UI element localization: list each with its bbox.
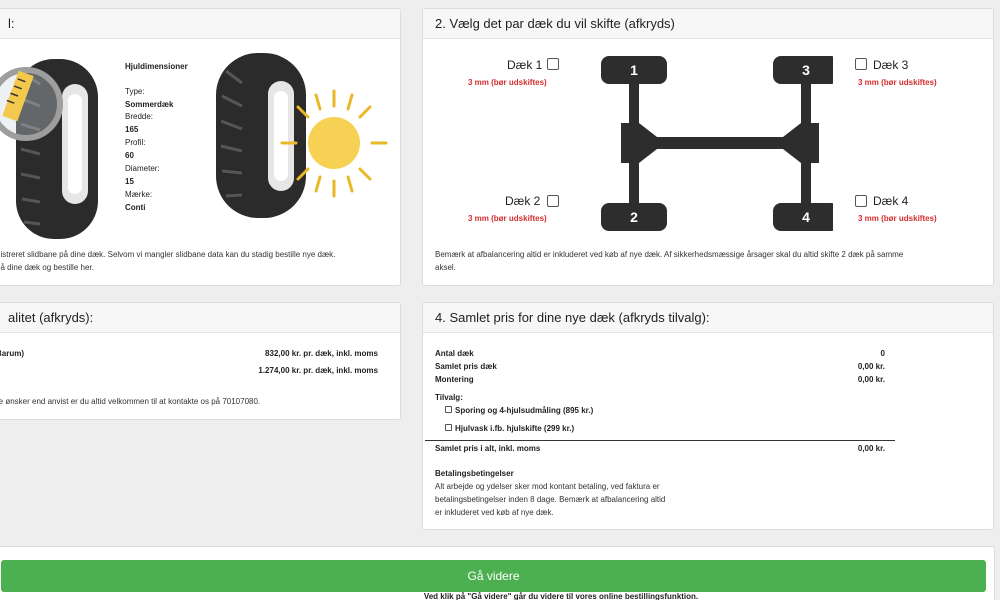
- tire-4-label: Dæk 4: [873, 194, 909, 208]
- tire-4-number: 4: [802, 209, 810, 225]
- continue-button[interactable]: Gå videre: [1, 560, 986, 592]
- mounting-label: Montering: [435, 375, 474, 384]
- total-price-card: 4. Samlet pris for dine nye dæk (afkryds…: [422, 302, 994, 530]
- tire-quality-header: alitet (afkryds):: [0, 303, 400, 333]
- summer-tire-sun-icon: [216, 53, 388, 218]
- car-axle-diagram: 1 3 2 4: [601, 56, 833, 231]
- tread-note-line1: gistreret slidbane på dine dæk. Selvom v…: [0, 250, 336, 259]
- mounting-value: 0,00 kr.: [857, 375, 885, 384]
- tire-quality-card: alitet (afkryds): Barum) 832,00 kr. pr. …: [0, 302, 401, 420]
- wheel-wash-checkbox[interactable]: [445, 424, 452, 431]
- spec-diameter-value: 15: [125, 177, 134, 186]
- total-price-header: 4. Samlet pris for dine nye dæk (afkryds…: [423, 303, 993, 333]
- addons-heading: Tilvalg:: [435, 393, 463, 402]
- tire-3-checkbox[interactable]: [855, 58, 867, 70]
- tire-4-shape: [773, 203, 833, 231]
- wheel-dimensions-card: l: Hjuldimensioner Type: Sommerdæk Bredd…: [0, 8, 401, 286]
- spec-profile-label: Profil:: [125, 138, 146, 147]
- tire-1-status: 3 mm (bør udskiftes): [468, 78, 547, 87]
- tire-count-value: 0: [880, 349, 885, 358]
- tire-3-shape: [773, 56, 833, 84]
- tire-tread-gauge-icon: [0, 59, 98, 239]
- spec-diameter-label: Diameter:: [125, 164, 160, 173]
- grand-total-value: 0,00 kr.: [857, 444, 885, 453]
- spec-heading: Hjuldimensioner: [125, 62, 188, 71]
- tire-4-status: 3 mm (bør udskiftes): [858, 214, 937, 223]
- tread-note-line2: på dine dæk og bestille her.: [0, 263, 94, 272]
- spec-width-value: 165: [125, 125, 139, 134]
- alignment-checkbox[interactable]: [445, 406, 452, 413]
- tire-2-shape: [601, 203, 667, 231]
- tires-total-label: Samlet pris dæk: [435, 362, 497, 371]
- grand-total-label: Samlet pris i alt, inkl. moms: [435, 444, 541, 453]
- alignment-option-label[interactable]: Sporing og 4-hjulsudmåling (895 kr.): [455, 406, 594, 415]
- tire-1-checkbox[interactable]: [547, 58, 559, 70]
- spec-type-value: Sommerdæk: [125, 100, 174, 109]
- tire-3-status: 3 mm (bør udskiftes): [858, 78, 937, 87]
- continue-card: Gå videre Ved klik på "Gå videre" går du…: [0, 546, 995, 600]
- spec-type-label: Type:: [125, 87, 145, 96]
- tire-2-status: 3 mm (bør udskiftes): [468, 214, 547, 223]
- select-tires-card: 2. Vælg det par dæk du vil skifte (afkry…: [422, 8, 994, 286]
- spec-width-label: Bredde:: [125, 112, 154, 121]
- quality-row1-label: Barum): [0, 349, 25, 358]
- payment-terms-line3: er inkluderet ved køb af nye dæk.: [435, 508, 554, 517]
- tire-2-number: 2: [630, 209, 638, 225]
- balancing-note-line2: aksel.: [435, 263, 456, 272]
- tire-3-number: 3: [802, 62, 810, 78]
- quality-row1-price: 832,00 kr. pr. dæk, inkl. moms: [265, 349, 378, 358]
- tire-count-label: Antal dæk: [435, 349, 474, 358]
- tire-1-number: 1: [630, 62, 638, 78]
- balancing-note-line1: Bemærk at afbalancering altid er inklude…: [435, 250, 904, 259]
- select-tires-header: 2. Vælg det par dæk du vil skifte (afkry…: [423, 9, 993, 39]
- wheel-wash-option-label[interactable]: Hjulvask i.fb. hjulskifte (299 kr.): [455, 424, 575, 433]
- continue-footnote: Ved klik på "Gå videre" går du videre ti…: [423, 592, 699, 600]
- payment-terms-line2: betalingsbetingelser inden 8 dage. Bemær…: [435, 495, 666, 504]
- tire-4-checkbox[interactable]: [855, 195, 867, 207]
- tire-2-checkbox[interactable]: [547, 195, 559, 207]
- total-divider: [425, 440, 895, 441]
- tire-3-label: Dæk 3: [873, 58, 909, 72]
- payment-terms-line1: Alt arbejde og ydelser sker mod kontant …: [435, 482, 660, 491]
- wheel-dimensions-header: l:: [0, 9, 400, 39]
- quality-row2-price: 1.274,00 kr. pr. dæk, inkl. moms: [258, 366, 378, 375]
- spec-brand-value: Conti: [125, 203, 146, 212]
- payment-terms-heading: Betalingsbetingelser: [435, 469, 514, 478]
- tire-1-label: Dæk 1: [507, 58, 543, 72]
- spec-brand-label: Mærke:: [125, 190, 153, 199]
- tires-total-value: 0,00 kr.: [857, 362, 885, 371]
- spec-profile-value: 60: [125, 151, 134, 160]
- tire-1-shape: [601, 56, 667, 84]
- tire-2-label: Dæk 2: [505, 194, 541, 208]
- contact-note: re ønsker end anvist er du altid velkomm…: [0, 397, 261, 406]
